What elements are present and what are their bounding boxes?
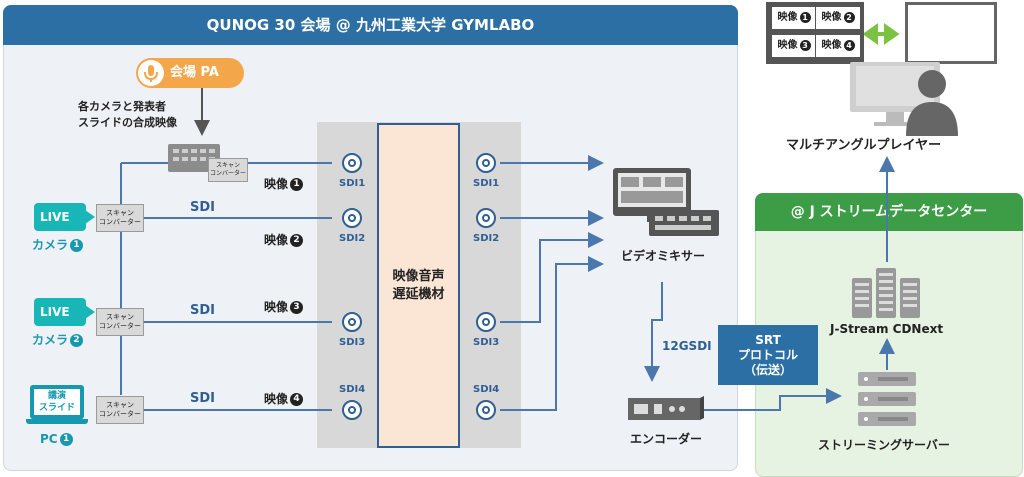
output-port-3: SDI3 (473, 337, 500, 348)
cell-3-text: 映像 (777, 40, 798, 51)
cell-4-text: 映像 (821, 40, 842, 51)
camera-1-icon: LIVE (34, 203, 95, 231)
sdi-label-2: SDI (190, 303, 215, 318)
venue-title: QUNOG 30 会場 @ 九州工業大学 GYMLABO (3, 5, 738, 45)
datacenter-title: @ J ストリームデータセンター (755, 193, 1023, 231)
delay-label-2: 遅延機材 (392, 286, 445, 302)
microphone-icon (138, 60, 164, 86)
input-port-4: SDI4 (339, 384, 366, 395)
camera-2-icon: LIVE (34, 298, 95, 326)
feed-1-num: 1 (290, 178, 304, 191)
delay-equipment: 映像音声 遅延機材 (377, 123, 460, 448)
pc-converter: スキャン コンバーター (96, 396, 144, 424)
cdn-server-icon (850, 266, 922, 320)
encoder-icon (628, 396, 704, 422)
converter-label-1: スキャン (215, 162, 240, 169)
camera-1-name: カメラ (32, 238, 69, 252)
server-label: ストリーミングサーバー (818, 438, 950, 452)
pa-label: 会場 PA (170, 65, 219, 80)
connector-icon (476, 208, 496, 228)
camera-1-converter: スキャン コンバーター (96, 204, 144, 232)
pc-device-label-2: スライド (38, 403, 75, 413)
connector-icon (476, 400, 496, 420)
encoder-label: エンコーダー (630, 432, 703, 446)
output-port-2: SDI2 (473, 233, 500, 244)
pa-note-2: スライドの合成映像 (78, 116, 177, 129)
single-view-monitor (905, 2, 997, 64)
converter-label-1: スキャン (106, 209, 134, 217)
converter-label-2: コンバーター (99, 218, 141, 226)
pc-num: 1 (59, 433, 73, 446)
viewer-icon (846, 60, 976, 136)
connector-icon (342, 153, 362, 173)
input-port-1: SDI1 (339, 178, 366, 189)
laptop-icon: 講演 スライド (26, 385, 88, 425)
converter-label-1: スキャン (106, 401, 134, 409)
sdi-label-3: SDI (190, 391, 215, 406)
player-label: マルチアングルプレイヤー (786, 138, 942, 153)
input-port-3: SDI3 (339, 337, 366, 348)
camera-2-name: カメラ (32, 333, 69, 347)
camera-2-converter: スキャン コンバーター (96, 308, 144, 336)
feed-2-text: 映像 (264, 233, 289, 247)
connector-icon (476, 153, 496, 173)
camera-2-num: 2 (70, 334, 84, 347)
feed-4-num: 4 (290, 393, 304, 406)
srt-label-2: プロトコル (737, 347, 798, 362)
output-port-1: SDI1 (473, 178, 500, 189)
output-port-4: SDI4 (473, 384, 500, 395)
pc-device-label-1: 講演 (47, 391, 66, 401)
connector-icon (342, 400, 362, 420)
connector-icon (342, 208, 362, 228)
cell-2-text: 映像 (821, 12, 842, 23)
converter-label-1: スキャン (106, 313, 134, 321)
srt-label-1: SRT (755, 332, 781, 347)
feed-3-text: 映像 (264, 300, 289, 314)
link-label: 12GSDI (662, 339, 712, 353)
converter-label-2: コンバーター (99, 322, 141, 330)
sdi-label-1: SDI (190, 200, 215, 215)
connector-icon (476, 312, 496, 332)
pa-note-1: 各カメラと発表者 (78, 100, 166, 113)
cell-2-num: 2 (843, 11, 855, 23)
cell-4-num: 4 (843, 39, 855, 51)
converter-label-2: コンバーター (209, 170, 246, 177)
cell-3-num: 3 (799, 39, 811, 51)
input-port-2: SDI2 (339, 233, 366, 244)
srt-label-3: （伝送） (743, 362, 792, 377)
cell-1-text: 映像 (777, 12, 798, 23)
converter-label-2: コンバーター (99, 410, 141, 418)
mixer-label: ビデオミキサー (621, 249, 706, 263)
streaming-server-icon (858, 370, 916, 428)
connector-icon (342, 312, 362, 332)
camera-1-num: 1 (70, 239, 84, 252)
srt-box: SRT プロトコル （伝送） (718, 325, 818, 385)
venue-pa: 会場 PA (136, 58, 244, 88)
feed-1-text: 映像 (264, 177, 289, 191)
feed-2-num: 2 (290, 234, 304, 247)
pa-converter: スキャン コンバーター (208, 158, 248, 182)
delay-label-1: 映像音声 (392, 268, 445, 284)
cdn-label: J-Stream CDNext (830, 322, 944, 336)
cell-1-num: 1 (799, 11, 811, 23)
video-mixer-icon (613, 168, 719, 238)
pc-name: PC (40, 432, 58, 446)
feed-3-num: 3 (290, 301, 304, 314)
feed-4-text: 映像 (264, 392, 289, 406)
